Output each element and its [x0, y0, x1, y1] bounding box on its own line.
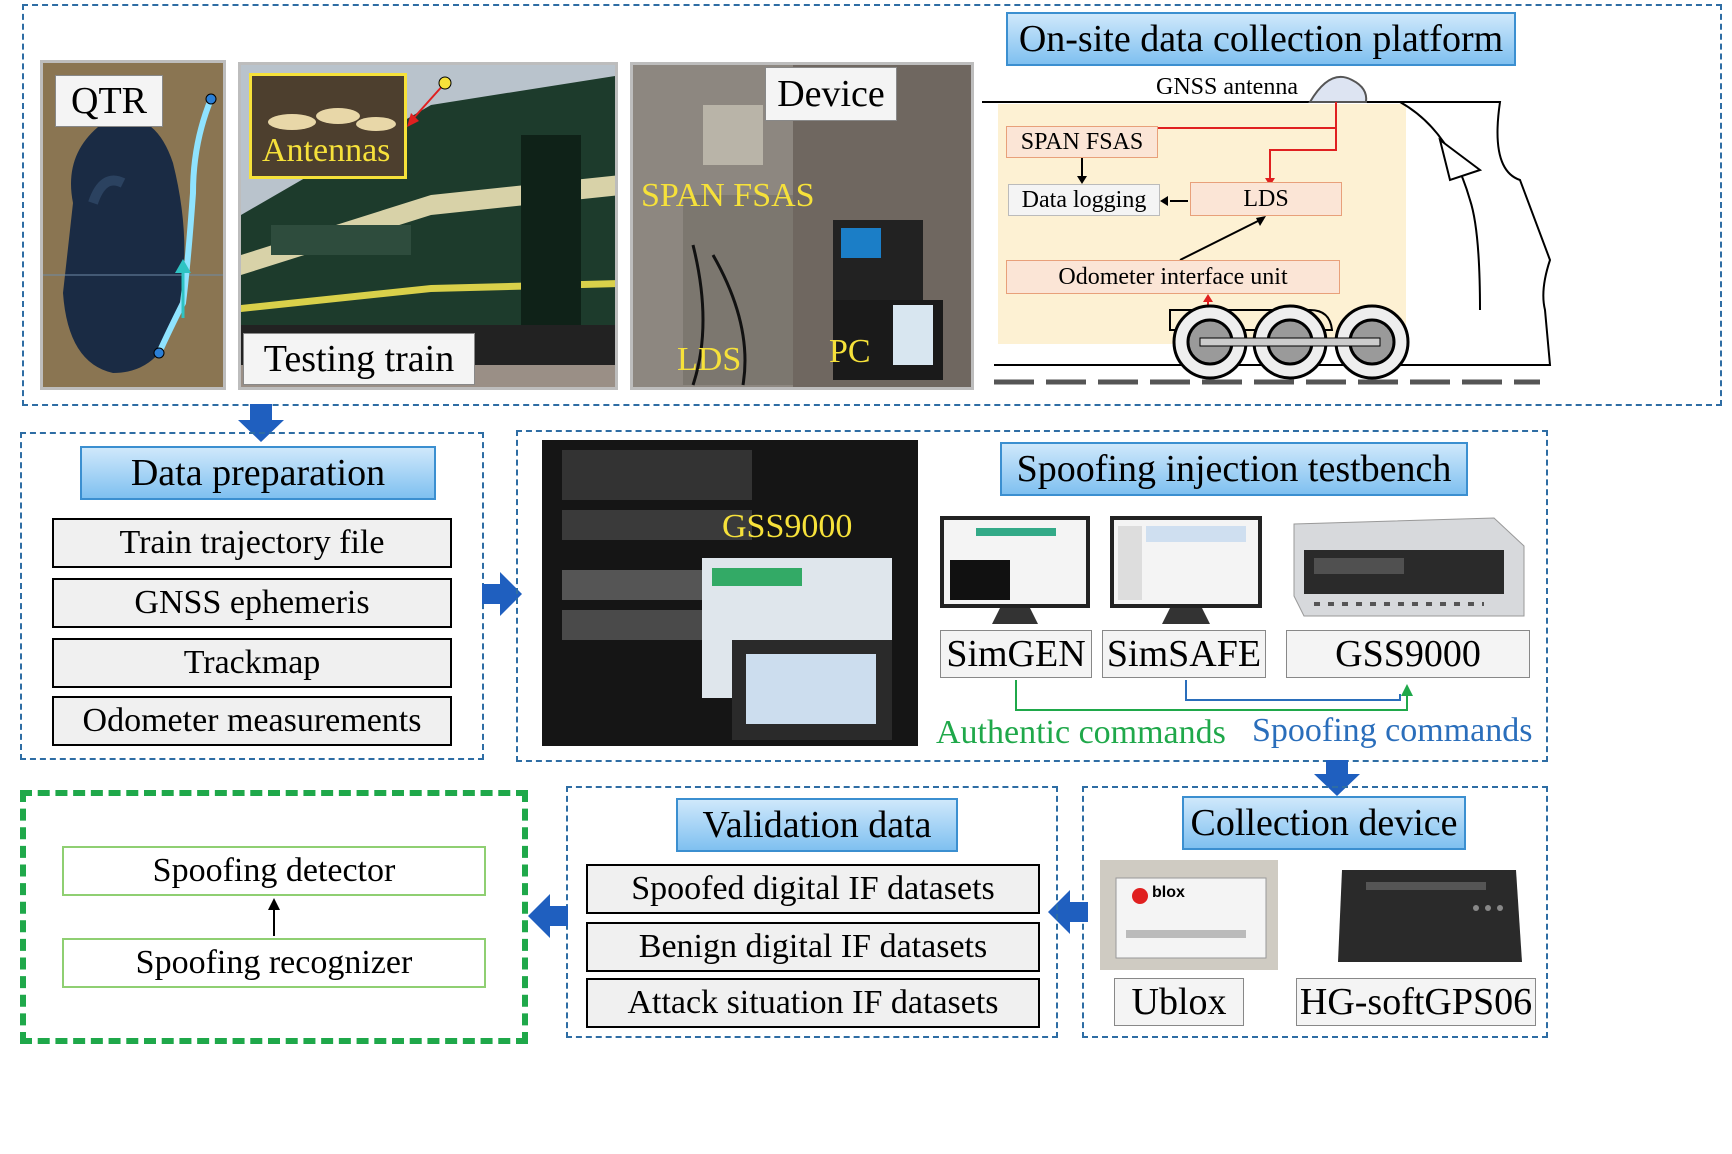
- train-schematic: [982, 75, 1552, 385]
- train-photo: Antennas Testing train: [238, 62, 618, 390]
- ublox-photo: blox: [1100, 860, 1278, 970]
- gss9000-unit: [1293, 517, 1525, 617]
- down-arrow-2: [1314, 760, 1360, 796]
- gss9000-label: GSS9000: [1286, 630, 1530, 678]
- device-label: Device: [765, 67, 897, 121]
- gnss-antenna-label: GNSS antenna: [1156, 74, 1298, 100]
- span-fsas-photo-label: SPAN FSAS: [641, 177, 815, 214]
- platform-title: On-site data collection platform: [1006, 12, 1516, 66]
- data-prep-title: Data preparation: [80, 446, 436, 500]
- gss9000-photo-label: GSS9000: [722, 508, 853, 545]
- authentic-commands-label: Authentic commands: [936, 714, 1226, 751]
- prep-item-trajectory: Train trajectory file: [52, 518, 452, 568]
- spoofing-recognizer-box: Spoofing recognizer: [62, 938, 486, 988]
- testbench-title: Spoofing injection testbench: [1000, 442, 1468, 496]
- left-arrow-2: [528, 894, 568, 938]
- gnss-antenna-dome: [1308, 75, 1368, 103]
- validation-item-spoofed: Spoofed digital IF datasets: [586, 864, 1040, 914]
- ublox-image: [1100, 860, 1278, 970]
- hg-label: HG-softGPS06: [1296, 978, 1536, 1026]
- detector-panel: [20, 790, 528, 1044]
- antennas-inset: Antennas: [249, 73, 407, 179]
- lds-photo-label: LDS: [677, 341, 742, 378]
- ublox-label: Ublox: [1114, 978, 1244, 1026]
- qtr-label: QTR: [55, 75, 163, 127]
- rack-image: [542, 440, 918, 746]
- prep-item-trackmap: Trackmap: [52, 638, 452, 688]
- prep-item-odometer: Odometer measurements: [52, 696, 452, 746]
- span-fsas-box: SPAN FSAS: [1006, 126, 1158, 158]
- hg-image: [1338, 870, 1522, 962]
- simsafe-monitor: [1110, 516, 1262, 624]
- detector-arrow: [268, 898, 280, 936]
- gss9000-rack-photo: GSS9000: [542, 440, 918, 746]
- antennas-label: Antennas: [262, 132, 391, 169]
- right-arrow-1: [482, 572, 522, 616]
- spoofing-detector-box: Spoofing detector: [62, 846, 486, 896]
- qtr-map-photo: QTR: [40, 60, 226, 390]
- left-arrow-1: [1048, 890, 1088, 934]
- prep-item-ephemeris: GNSS ephemeris: [52, 578, 452, 628]
- hg-photo: [1336, 862, 1526, 970]
- validation-item-attack: Attack situation IF datasets: [586, 978, 1040, 1028]
- testbench-panel: [516, 430, 1548, 762]
- antennas-image: [252, 76, 404, 176]
- spoofing-commands-label: Spoofing commands: [1252, 712, 1533, 749]
- down-arrow-1: [238, 404, 284, 442]
- validation-item-benign: Benign digital IF datasets: [586, 922, 1040, 972]
- antenna-pointer-arrow: [407, 76, 452, 127]
- ublox-logo: blox: [1152, 884, 1185, 901]
- simgen-monitor: [940, 516, 1090, 624]
- simgen-label: SimGEN: [940, 630, 1092, 678]
- data-logging-box: Data logging: [1008, 184, 1160, 216]
- pc-photo-label: PC: [829, 333, 871, 370]
- validation-title: Validation data: [676, 798, 958, 852]
- lds-box: LDS: [1190, 182, 1342, 216]
- collection-title: Collection device: [1182, 796, 1466, 850]
- onsite-panel: [22, 4, 1722, 406]
- command-lines: [1015, 680, 1413, 711]
- device-photo: Device SPAN FSAS LDS PC: [630, 62, 974, 390]
- testing-train-label: Testing train: [243, 333, 475, 385]
- odometer-unit-box: Odometer interface unit: [1006, 260, 1340, 294]
- simsafe-label: SimSAFE: [1102, 630, 1266, 678]
- device-image: [633, 65, 971, 387]
